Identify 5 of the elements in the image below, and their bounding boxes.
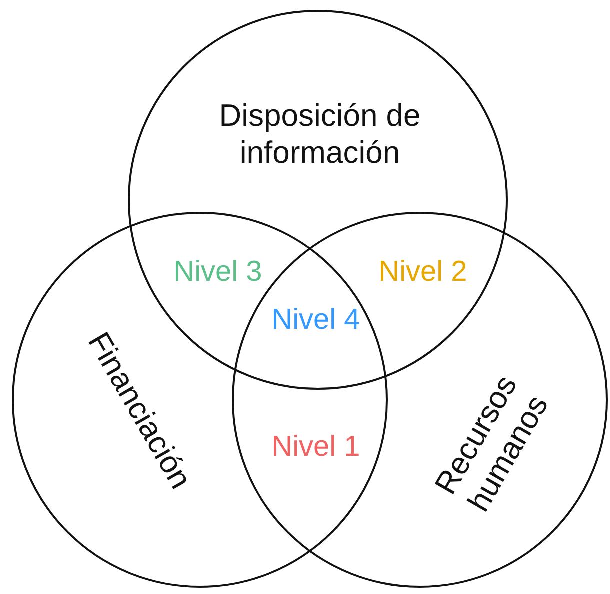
overlap-label: Nivel 2 [378,255,468,290]
overlap-label: Nivel 4 [271,303,361,338]
overlap-label: Nivel 3 [173,255,263,290]
set-label: Disposición de información [218,97,422,172]
overlap-label: Nivel 1 [271,430,361,465]
